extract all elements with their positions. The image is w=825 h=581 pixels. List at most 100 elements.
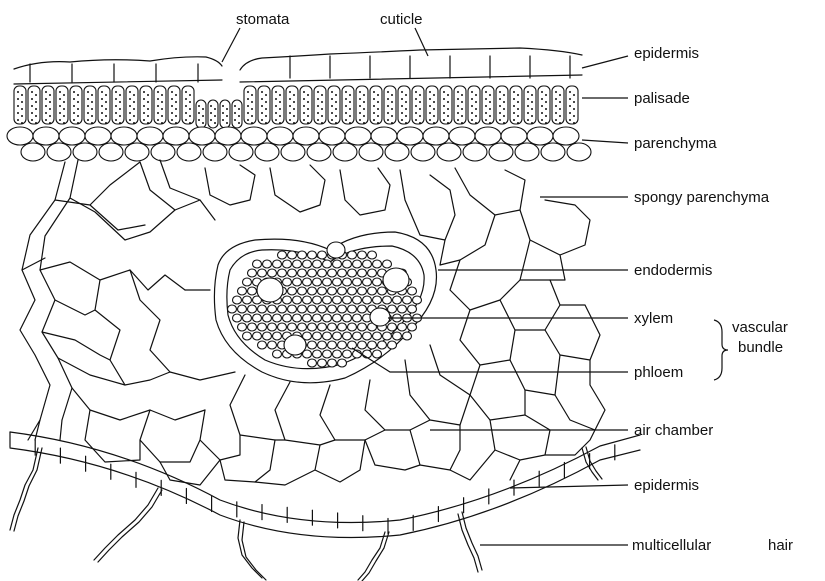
chloroplast-dot — [373, 105, 375, 107]
vascular-cell — [348, 341, 357, 349]
palisade-cell — [196, 100, 206, 128]
chloroplast-dot — [541, 119, 543, 121]
chloroplast-dot — [363, 122, 365, 124]
chloroplast-dot — [531, 115, 533, 117]
chloroplast-dot — [35, 101, 37, 103]
chloroplast-dot — [555, 119, 557, 121]
chloroplast-dot — [359, 91, 361, 93]
vascular-cell — [353, 296, 362, 304]
chloroplast-dot — [401, 91, 403, 93]
palisade-cell — [482, 86, 494, 124]
parenchyma-cell — [125, 143, 149, 161]
vascular-cell — [323, 260, 332, 268]
vascular-cell — [343, 260, 352, 268]
vascular-cell — [263, 332, 272, 340]
multicellular-hairs — [10, 447, 602, 581]
chloroplast-dot — [31, 91, 33, 93]
chloroplast-dot — [143, 105, 145, 107]
chloroplast-dot — [391, 122, 393, 124]
vascular-cell — [268, 341, 277, 349]
vascular-cell — [258, 305, 267, 313]
palisade-cell — [28, 86, 40, 124]
chloroplast-dot — [405, 122, 407, 124]
parenchyma-cell — [385, 143, 409, 161]
vascular-cell — [368, 287, 377, 295]
chloroplast-dot — [175, 108, 177, 110]
chloroplast-dot — [129, 119, 131, 121]
vascular-cell — [313, 278, 322, 286]
chloroplast-dot — [214, 122, 216, 124]
chloroplast-dot — [359, 112, 361, 114]
vascular-cell — [288, 305, 297, 313]
chloroplast-dot — [349, 94, 351, 96]
chloroplast-dot — [471, 119, 473, 121]
vascular-cell — [243, 278, 252, 286]
vascular-cell — [283, 260, 292, 268]
vascular-cell — [338, 323, 347, 331]
parenchyma-cell — [475, 127, 501, 145]
chloroplast-dot — [59, 98, 61, 100]
palisade-cell — [112, 86, 124, 124]
chloroplast-dot — [73, 112, 75, 114]
chloroplast-dot — [210, 119, 212, 121]
vascular-cell — [298, 323, 307, 331]
chloroplast-dot — [175, 115, 177, 117]
chloroplast-dot — [373, 112, 375, 114]
chloroplast-dot — [545, 101, 547, 103]
chloroplast-dot — [185, 105, 187, 107]
chloroplast-dot — [119, 94, 121, 96]
vascular-cell — [388, 341, 397, 349]
vascular-cell — [368, 251, 377, 259]
chloroplast-dot — [17, 91, 19, 93]
chloroplast-dot — [377, 94, 379, 96]
chloroplast-dot — [475, 115, 477, 117]
chloroplast-dot — [359, 105, 361, 107]
vascular-cell — [378, 341, 387, 349]
chloroplast-dot — [275, 91, 277, 93]
vascular-cell — [308, 359, 317, 367]
parenchyma-cell — [33, 127, 59, 145]
chloroplast-dot — [49, 115, 51, 117]
vascular-cell — [263, 260, 272, 268]
label-multicellular: multicellular — [632, 537, 711, 554]
label-epidermis-upper: epidermis — [634, 45, 699, 62]
chloroplast-dot — [485, 105, 487, 107]
chloroplast-dot — [527, 91, 529, 93]
parenchyma-cell — [423, 127, 449, 145]
parenchyma-cell — [111, 127, 137, 145]
chloroplast-dot — [559, 122, 561, 124]
chloroplast-dot — [49, 101, 51, 103]
vascular-cell — [238, 305, 247, 313]
chloroplast-dot — [279, 122, 281, 124]
chloroplast-dot — [489, 115, 491, 117]
chloroplast-dot — [527, 105, 529, 107]
chloroplast-dot — [185, 119, 187, 121]
palisade-cell — [220, 100, 230, 128]
chloroplast-dot — [489, 101, 491, 103]
chloroplast-dot — [147, 94, 149, 96]
chloroplast-dot — [307, 122, 309, 124]
chloroplast-dot — [157, 91, 159, 93]
chloroplast-dot — [345, 119, 347, 121]
chloroplast-dot — [573, 122, 575, 124]
chloroplast-dot — [555, 105, 557, 107]
chloroplast-dot — [349, 101, 351, 103]
vascular-cell — [398, 305, 407, 313]
chloroplast-dot — [105, 108, 107, 110]
chloroplast-dot — [429, 91, 431, 93]
vascular-cell — [373, 260, 382, 268]
vascular-cell — [258, 323, 267, 331]
parenchyma-cell — [215, 127, 241, 145]
vascular-cell — [228, 305, 237, 313]
chloroplast-dot — [569, 98, 571, 100]
palisade-cell — [552, 86, 564, 124]
vascular-cell — [303, 296, 312, 304]
chloroplast-dot — [261, 91, 263, 93]
chloroplast-dot — [202, 122, 204, 124]
chloroplast-dot — [101, 98, 103, 100]
chloroplast-dot — [202, 115, 204, 117]
palisade-cell — [440, 86, 452, 124]
chloroplast-dot — [447, 115, 449, 117]
parenchyma-cell — [7, 127, 33, 145]
chloroplast-dot — [321, 122, 323, 124]
